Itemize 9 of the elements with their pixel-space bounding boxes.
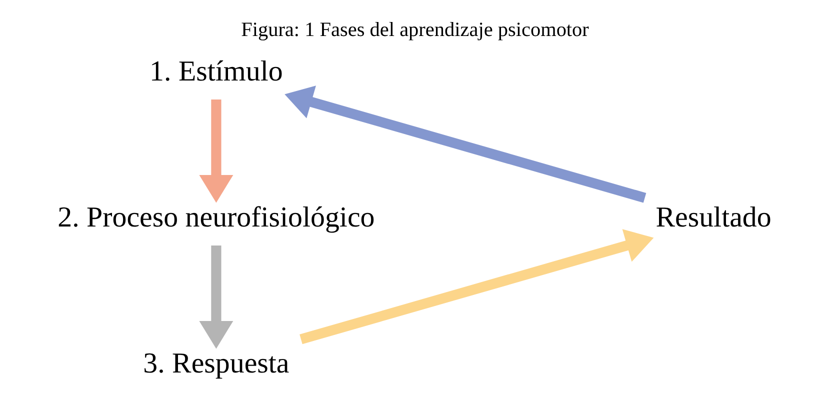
- arrow: [198, 246, 233, 349]
- node-text: 1. Estímulo: [149, 55, 282, 88]
- node-text: Resultado: [655, 201, 771, 234]
- arrow: [198, 99, 233, 203]
- node-text: 2. Proceso neurofisiológico: [57, 201, 374, 234]
- arrow: [284, 86, 646, 203]
- node-text: 3. Respuesta: [142, 347, 289, 380]
- diagram-title: Figura: 1 Fases del aprendizaje psicomotor: [240, 18, 588, 41]
- arrow: [299, 229, 654, 344]
